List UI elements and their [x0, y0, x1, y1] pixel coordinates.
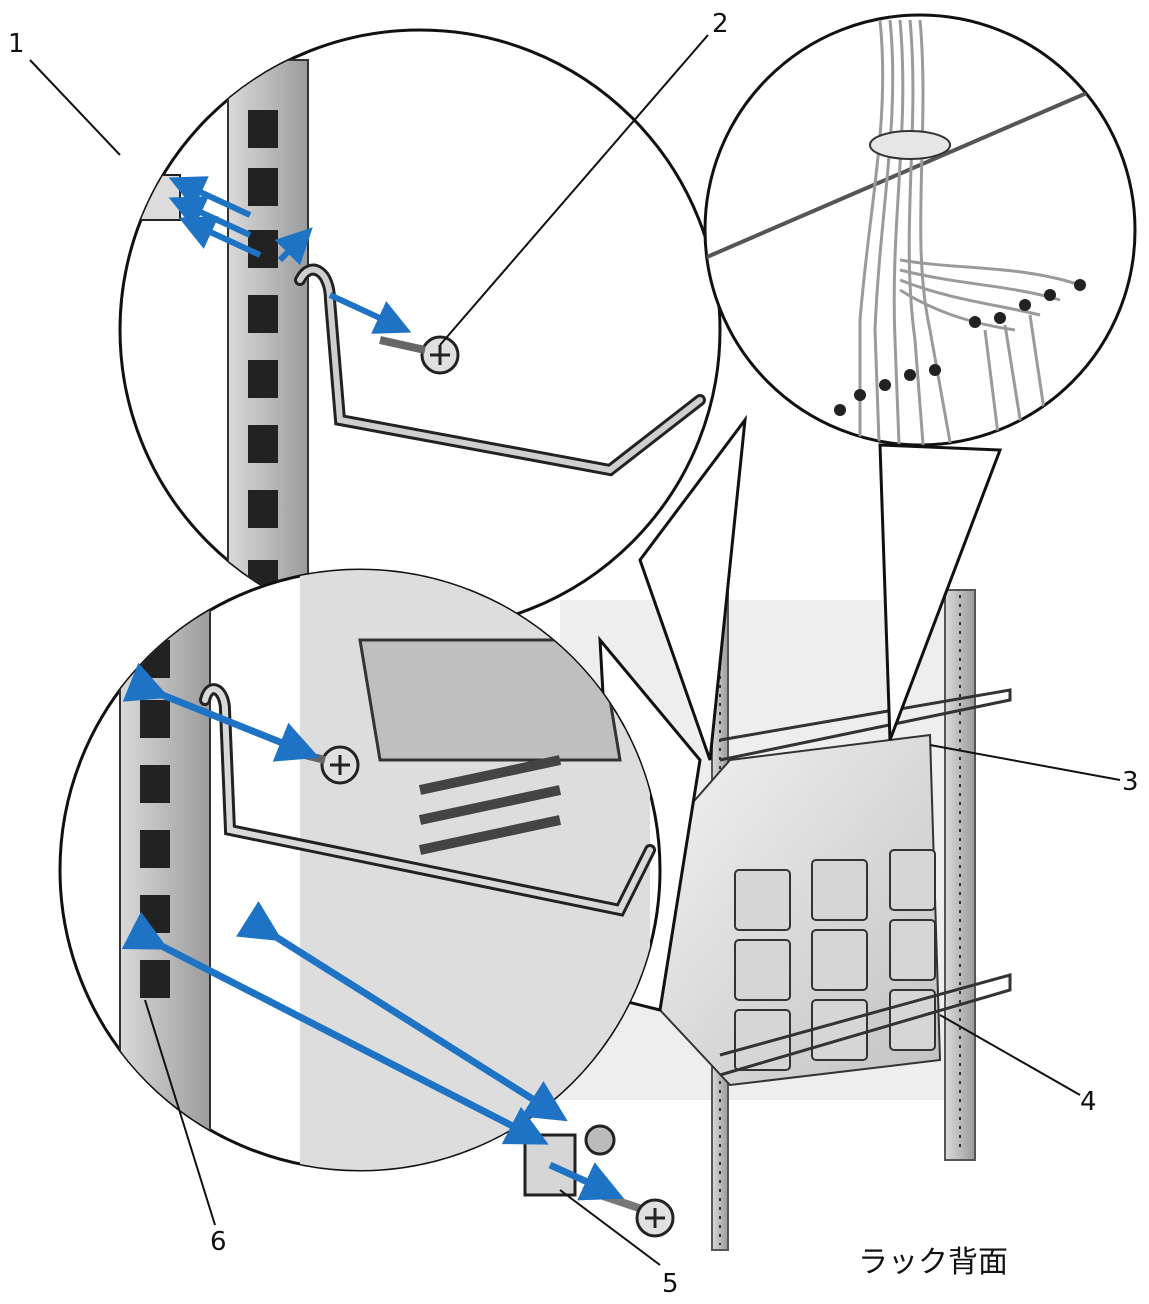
- callout-5: 5: [662, 1269, 679, 1299]
- chassis-modules: [734, 849, 936, 1071]
- callout-4: 4: [1080, 1087, 1097, 1117]
- callout-3: 3: [1122, 767, 1139, 797]
- bottom-arrows: [121, 662, 625, 1201]
- caption-rack-rear: ラック背面: [858, 1245, 1008, 1280]
- detail-circle-bottom: [58, 568, 662, 1172]
- callout-numbers: 1 2 3 4 5 6: [8, 9, 1139, 1299]
- detail-circle-cables: [703, 13, 1137, 447]
- callout-6: 6: [210, 1227, 227, 1257]
- callout-1: 1: [8, 29, 25, 59]
- detail-circle-top: [118, 28, 722, 632]
- top-circle-arrows: [168, 176, 412, 334]
- cable-management-arms: [719, 688, 1012, 1077]
- callout-2: 2: [712, 9, 729, 39]
- leader-lines: [29, 34, 1121, 1266]
